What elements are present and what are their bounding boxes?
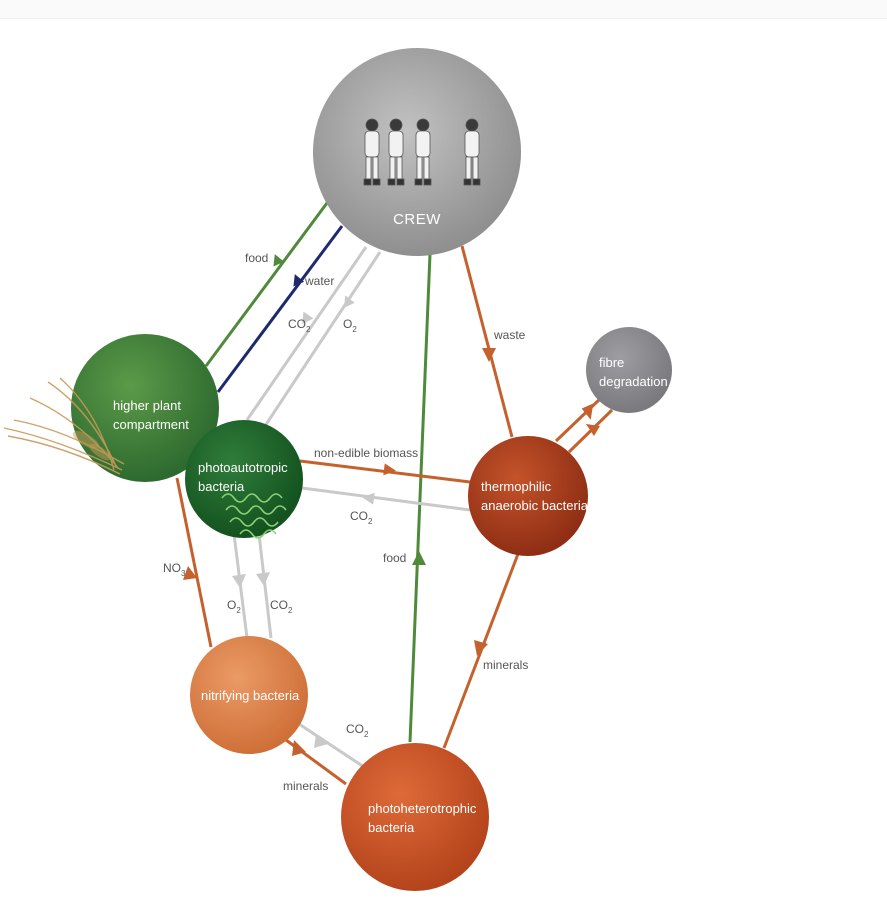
flow-food-plant-line	[204, 202, 329, 367]
higher-plant-label-line1: higher plant	[113, 398, 181, 413]
photoheterotrophic-label-line2: bacteria	[368, 820, 415, 835]
label-o2-crew: O2	[343, 317, 357, 334]
flow-labels: food water CO2 O2 waste non-edible bioma…	[163, 251, 528, 793]
nitrifying-label: nitrifying bacteria	[201, 688, 300, 703]
flow-co2-thermo-line	[301, 486, 471, 512]
astronaut-figures-icon	[363, 118, 481, 186]
label-food-plant: food	[245, 251, 268, 265]
flow-water-line	[216, 225, 344, 393]
arrow-food-photohet	[412, 551, 426, 565]
node-crew: CREW	[313, 48, 521, 256]
node-higher-plant: higher plant compartment	[3, 334, 219, 482]
arrow-minerals-photohet	[292, 740, 306, 756]
node-photoautotropic: photoautotropic bacteria	[185, 420, 303, 539]
flow-co2-photohet-line	[295, 720, 365, 769]
flow-co2-bacteria-line	[257, 533, 273, 639]
thermophilic-label-line1: thermophilic	[481, 479, 552, 494]
arrow-no3	[183, 566, 197, 580]
arrow-heads	[183, 254, 600, 756]
node-photoheterotrophic: photoheterotrophic bacteria	[341, 743, 489, 891]
flow-waste-line	[460, 245, 514, 438]
flow-co2-crew-line	[245, 246, 368, 421]
higher-plant-label-line2: compartment	[113, 417, 189, 432]
arrow-co2-crew	[302, 311, 314, 325]
fibre-label-line1: fibre	[599, 355, 624, 370]
flow-thermo-fibre-line-a	[554, 396, 603, 443]
arrow-co2-thermo	[362, 492, 375, 505]
flow-no3-line	[175, 477, 213, 648]
label-non-edible: non-edible biomass	[314, 446, 418, 460]
node-nitrifying: nitrifying bacteria	[190, 636, 308, 754]
label-food-photohet: food	[383, 551, 406, 565]
label-co2-photohet: CO2	[346, 722, 369, 739]
photoautotropic-label-line2: bacteria	[198, 479, 245, 494]
crew-label: CREW	[393, 211, 441, 228]
fibre-label-line2: degradation	[599, 374, 668, 389]
arrow-minerals-thermo	[474, 640, 488, 656]
label-o2-bacteria: O2	[227, 598, 241, 615]
arrow-waste	[482, 348, 496, 362]
node-thermophilic: thermophilic anaerobic bacteria	[468, 436, 589, 556]
label-waste: waste	[493, 328, 526, 342]
flow-o2-crew-line	[263, 251, 382, 427]
arrow-food-plant	[273, 254, 285, 267]
arrow-o2-crew	[344, 295, 355, 308]
node-fibre: fibre degradation	[586, 327, 672, 413]
arrow-fibre-up	[581, 403, 594, 420]
label-minerals-photohet: minerals	[283, 779, 328, 793]
label-no3: NO3	[163, 561, 186, 578]
bacteria-chain-icon	[221, 493, 287, 539]
label-water: water	[304, 274, 334, 288]
label-co2-crew: CO2	[288, 317, 311, 334]
arrow-water	[293, 274, 305, 287]
flow-thermo-fibre-line-b	[567, 408, 614, 454]
thermophilic-label-line2: anaerobic bacteria	[481, 498, 589, 513]
arrow-non-edible	[383, 463, 396, 476]
arrow-co2-photohet	[314, 734, 328, 748]
label-minerals-thermo: minerals	[483, 658, 528, 672]
arrow-co2-bacteria	[256, 572, 270, 586]
label-co2-thermo: CO2	[350, 509, 373, 526]
wheat-stalk-icon	[3, 377, 125, 475]
flow-food-photohet-line	[408, 253, 432, 743]
photoautotropic-label-line1: photoautotropic	[198, 460, 288, 475]
label-co2-bacteria: CO2	[270, 598, 293, 615]
arrow-fibre-down	[586, 424, 600, 436]
photoheterotrophic-label-line1: photoheterotrophic	[368, 801, 477, 816]
top-bar	[0, 0, 887, 19]
arrow-o2-bacteria	[232, 574, 246, 588]
